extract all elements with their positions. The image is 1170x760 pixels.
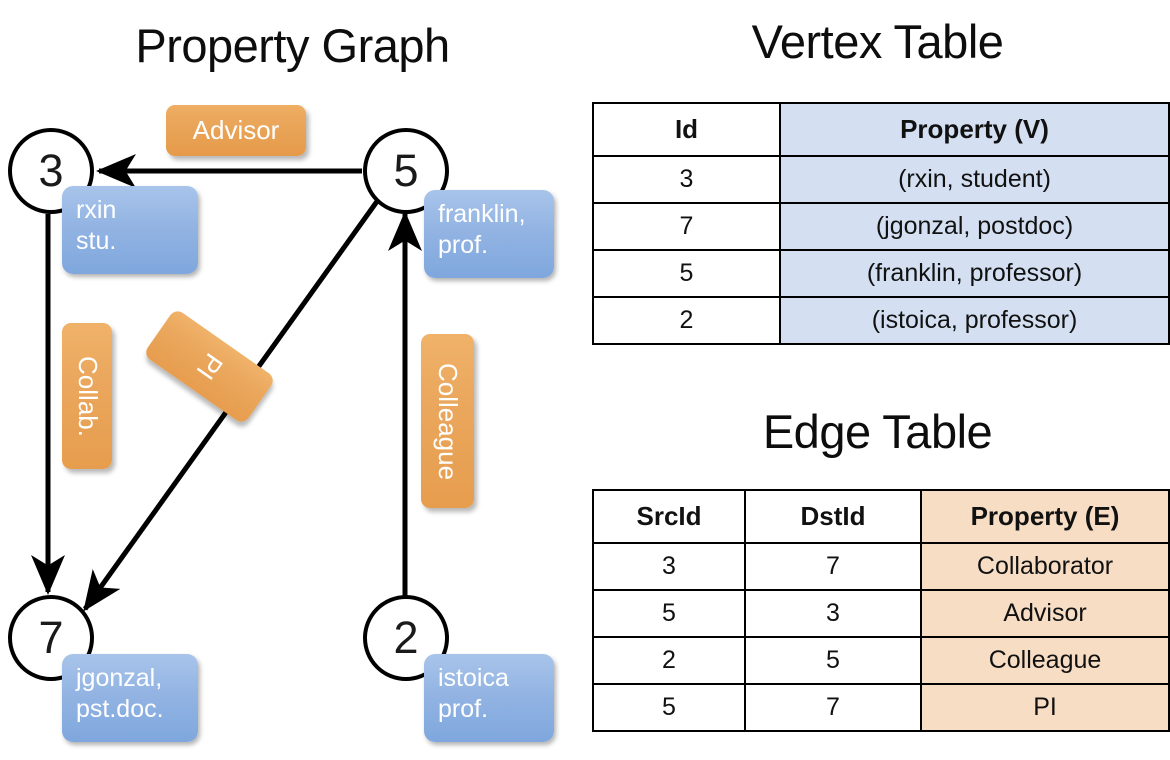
table-row[interactable]: 5 7 PI (592, 683, 1170, 732)
edge-table: SrcId DstId Property (E) 3 7 Collaborato… (592, 489, 1170, 732)
column-header-property-e: Property (E) (920, 489, 1170, 544)
cell-property: Colleague (920, 636, 1170, 685)
edge-label-colleague: Colleague (421, 334, 474, 508)
edge-label-collab: Collab. (62, 323, 112, 469)
cell-property: (franklin, professor) (779, 249, 1170, 298)
edge-label-advisor: Advisor (166, 105, 306, 156)
vertex-property-line-2: stu. (76, 226, 117, 255)
column-header-dstid: DstId (744, 489, 922, 544)
vertex-table: Id Property (V) 3 (rxin, student) 7 (jgo… (592, 102, 1170, 345)
cell-srcid: 3 (592, 542, 746, 591)
cell-property: (istoica, professor) (779, 296, 1170, 345)
vertex-property-line-2: prof. (438, 230, 489, 259)
vertex-property-line-1: istoica (438, 664, 509, 692)
table-header-row: Id Property (V) (592, 102, 1170, 157)
property-graph-diagram: 3 5 7 2 rxin stu. franklin, prof. jgonza… (8, 105, 554, 742)
table-row[interactable]: 3 7 Collaborator (592, 542, 1170, 591)
page-title-vertex-table: Vertex Table (751, 15, 1004, 68)
cell-srcid: 2 (592, 636, 746, 685)
cell-dstid: 7 (744, 542, 922, 591)
cell-id: 2 (592, 296, 781, 345)
page-title-edge-table: Edge Table (762, 405, 993, 458)
cell-property: PI (920, 683, 1170, 732)
vertex-property-line-1: jgonzal, (76, 664, 163, 692)
cell-id: 3 (592, 155, 781, 204)
cell-dstid: 5 (744, 636, 922, 685)
vertex-property-box-3: rxin stu. (62, 186, 198, 274)
vertex-property-box-2: istoica prof. (424, 654, 554, 742)
table-row[interactable]: 7 (jgonzal, postdoc) (592, 202, 1170, 251)
cell-srcid: 5 (592, 683, 746, 732)
vertex-property-line-2: prof. (438, 694, 489, 723)
edge-label-text: Collab. (72, 355, 103, 437)
vertex-node-2[interactable]: 2 (363, 595, 449, 681)
cell-dstid: 3 (744, 589, 922, 638)
cell-id: 5 (592, 249, 781, 298)
vertex-property-line-2: pst.doc. (76, 694, 164, 723)
table-row[interactable]: 2 5 Colleague (592, 636, 1170, 685)
cell-property: (rxin, student) (779, 155, 1170, 204)
table-row[interactable]: 2 (istoica, professor) (592, 296, 1170, 345)
table-row[interactable]: 3 (rxin, student) (592, 155, 1170, 204)
table-header-row: SrcId DstId Property (E) (592, 489, 1170, 544)
column-header-id: Id (592, 102, 781, 157)
cell-srcid: 5 (592, 589, 746, 638)
cell-id: 7 (592, 202, 781, 251)
table-row[interactable]: 5 3 Advisor (592, 589, 1170, 638)
column-header-property-v: Property (V) (779, 102, 1170, 157)
cell-property: Collaborator (920, 542, 1170, 591)
edge-label-text: PI (190, 348, 230, 386)
table-row[interactable]: 5 (franklin, professor) (592, 249, 1170, 298)
edge-label-text: Advisor (192, 115, 280, 145)
vertex-property-box-7: jgonzal, pst.doc. (62, 654, 198, 742)
column-header-srcid: SrcId (592, 489, 746, 544)
cell-property: Advisor (920, 589, 1170, 638)
cell-dstid: 7 (744, 683, 922, 732)
vertex-property-line-1: rxin (76, 196, 117, 224)
vertex-property-box-5: franklin, prof. (424, 190, 554, 278)
page-title-property-graph: Property Graph (135, 19, 450, 72)
vertex-property-line-1: franklin, (438, 200, 526, 228)
edge-label-text: Colleague (433, 362, 463, 480)
cell-property: (jgonzal, postdoc) (779, 202, 1170, 251)
